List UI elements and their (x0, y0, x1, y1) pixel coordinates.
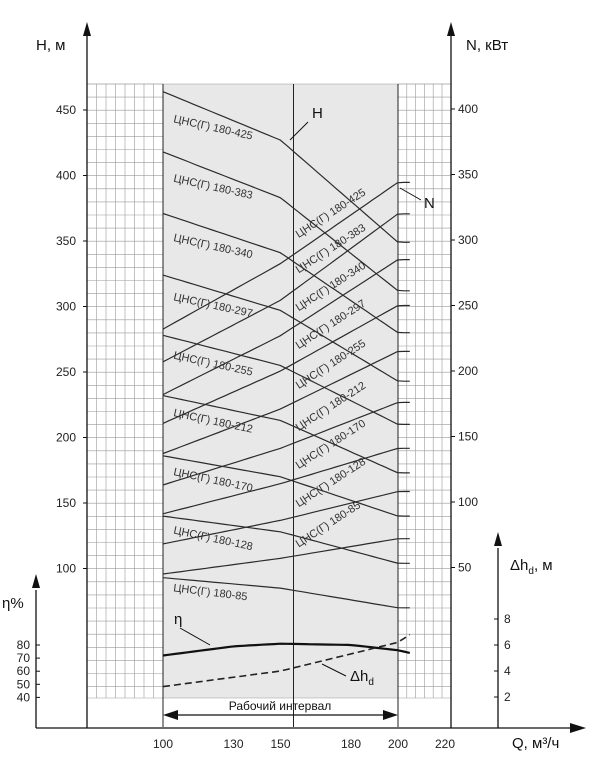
head-curve (162, 334, 410, 425)
efficiency-tick-label: 60 (17, 664, 31, 678)
head-tick-label: 350 (56, 234, 76, 248)
npsh-tick-label: 8 (504, 612, 511, 626)
tick-labels: 1001502002503003504004505010015020025030… (17, 102, 511, 751)
head-tick-label: 150 (56, 496, 76, 510)
working-interval-arrow-left (163, 710, 178, 720)
flow-axis-arrow (570, 723, 586, 733)
head-curve (162, 395, 410, 474)
efficiency-axis-arrow (32, 574, 40, 588)
head-tick-label: 300 (56, 300, 76, 314)
head-axis-title: Н, м (36, 37, 65, 54)
npsh-axis-title-sub: d (528, 566, 534, 577)
power-tick-label: 100 (458, 495, 478, 509)
head-callout-label: Н (312, 105, 323, 122)
power-callout-leader (399, 187, 422, 201)
power-curve (162, 259, 410, 396)
curves (162, 91, 411, 688)
power-callout-label: N (424, 195, 435, 212)
npsh-callout-main: Δh (350, 668, 368, 685)
head-curve (162, 577, 410, 609)
working-interval-label: Рабочий интервал (229, 699, 332, 713)
flow-tick-label: 130 (223, 737, 243, 751)
power-curve (162, 304, 410, 424)
npsh-axis-title-main: Δh (510, 557, 528, 574)
npsh-axis-title-unit: , м (534, 557, 553, 574)
npsh-curve (162, 633, 411, 688)
npsh-callout-sub: d (368, 677, 374, 688)
flow-tick-label: 220 (435, 737, 455, 751)
power-curve (162, 181, 410, 330)
axes (32, 22, 586, 733)
head-tick-label: 450 (56, 103, 76, 117)
head-tick-label: 250 (56, 365, 76, 379)
power-axis-title: N, кВт (466, 37, 508, 54)
head-curve (162, 274, 410, 382)
npsh-tick-label: 6 (504, 638, 511, 652)
working-interval-arrow-right (383, 710, 398, 720)
power-tick-label: 200 (458, 364, 478, 378)
power-tick-label: 300 (458, 233, 478, 247)
power-tick-label: 400 (458, 102, 478, 116)
head-curve (162, 515, 410, 564)
efficiency-callout-label: η (174, 611, 182, 628)
power-tick-label: 50 (458, 561, 472, 575)
efficiency-tick-label: 50 (17, 677, 31, 691)
head-axis-arrow (83, 22, 91, 36)
power-tick-label: 150 (458, 430, 478, 444)
flow-axis-title: Q, м³/ч (512, 735, 559, 752)
head-curve (162, 455, 410, 517)
head-curve (162, 91, 410, 243)
flow-tick-label: 200 (388, 737, 408, 751)
power-curve (162, 350, 410, 455)
head-curve (162, 212, 410, 334)
npsh-axis-arrow (494, 532, 502, 546)
flow-tick-label: 150 (270, 737, 290, 751)
power-tick-label: 250 (458, 299, 478, 313)
efficiency-tick-label: 40 (17, 690, 31, 704)
grid (86, 83, 452, 727)
efficiency-tick-label: 70 (17, 651, 31, 665)
head-curve (162, 151, 410, 292)
power-curve (162, 490, 410, 545)
npsh-axis-title: Δhd, м (510, 557, 553, 577)
working-zone-shade (163, 84, 398, 698)
power-tick-label: 350 (458, 168, 478, 182)
head-callout-leader (289, 121, 309, 141)
head-tick-label: 100 (56, 562, 76, 576)
npsh-callout-leader (321, 663, 347, 677)
efficiency-callout-leader (179, 627, 211, 646)
npsh-tick-label: 4 (504, 664, 511, 678)
power-curve (162, 213, 410, 363)
efficiency-tick-label: 80 (17, 638, 31, 652)
power-curve (162, 447, 410, 515)
power-axis-arrow (447, 22, 455, 36)
npsh-callout-label: Δhd (350, 668, 374, 688)
efficiency-axis-title: η% (2, 595, 24, 612)
power-curve (162, 401, 410, 486)
power-curve (162, 538, 410, 575)
head-tick-label: 400 (56, 169, 76, 183)
flow-tick-label: 180 (341, 737, 361, 751)
flow-tick-label: 100 (153, 737, 173, 751)
efficiency-curve (162, 642, 411, 657)
npsh-tick-label: 2 (504, 690, 511, 704)
head-tick-label: 200 (56, 431, 76, 445)
